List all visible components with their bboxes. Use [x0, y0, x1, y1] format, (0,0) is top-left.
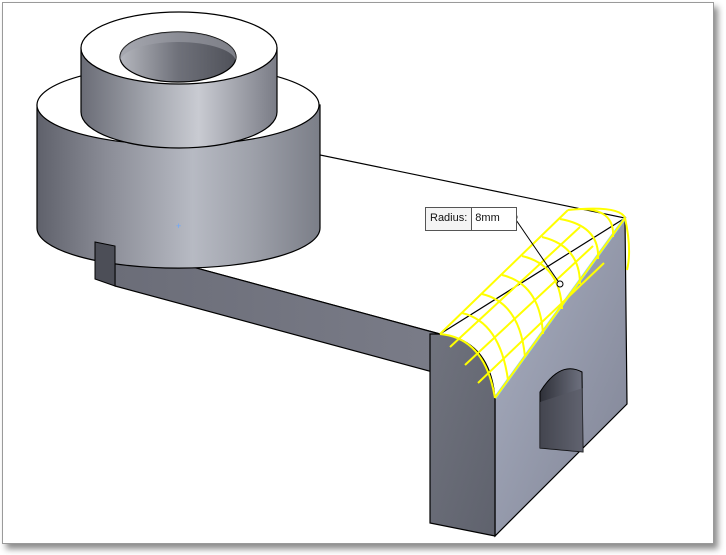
callout-target-handle[interactable] — [556, 280, 564, 288]
callout-leader — [513, 216, 561, 285]
fillet-radius-callout[interactable]: Radius: 8mm — [425, 207, 518, 231]
leg-slot-floor — [540, 388, 583, 452]
radius-label: Radius: — [426, 208, 473, 230]
cylinder-side-face[interactable] — [36, 104, 321, 269]
cylinder-notch — [94, 241, 116, 287]
boss-hole-far-wall — [120, 32, 236, 62]
fillet-preview — [439, 207, 631, 399]
origin-marker: + — [176, 221, 181, 231]
radius-value-field[interactable]: 8mm — [472, 208, 517, 230]
